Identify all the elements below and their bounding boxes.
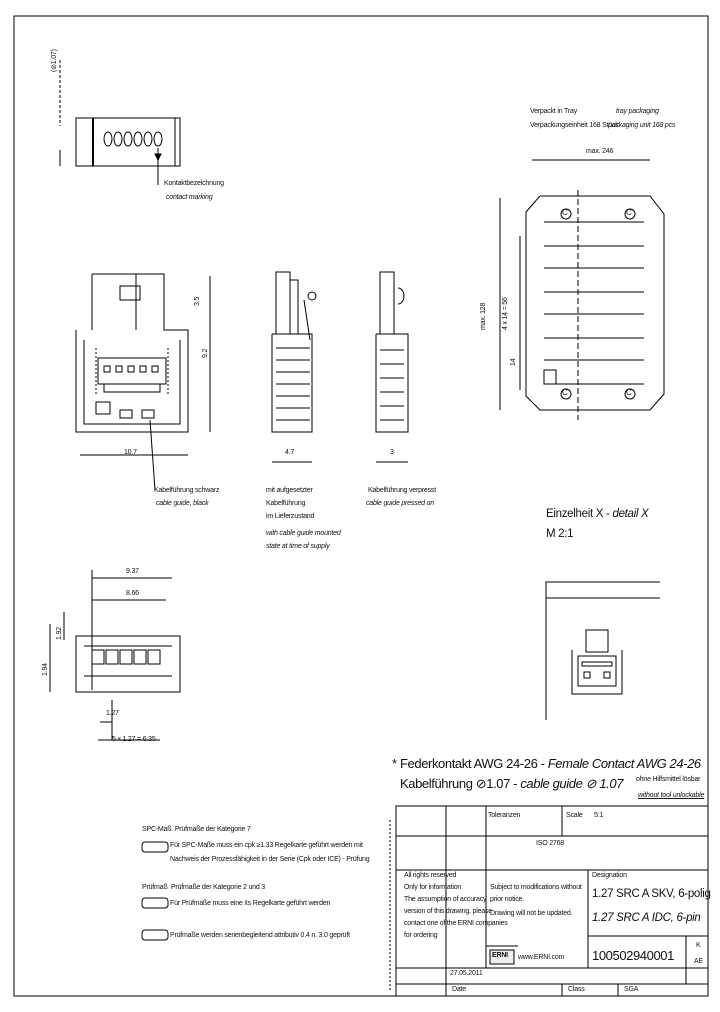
dim-1-27: 1.27 <box>106 710 119 717</box>
detail-label-de: Einzelheit X - detail X <box>546 508 649 520</box>
tray-view <box>499 159 665 420</box>
dim-height-9-2: 9.2 <box>202 348 209 358</box>
info-line-1: Only for information <box>404 884 462 891</box>
side-note-de: ohne Hilfsmittel lösbar <box>636 776 701 783</box>
dim-tray-pitch-total: max. 128 <box>480 302 487 330</box>
designation-label: Designation <box>592 872 627 879</box>
spc-title: SPC-Maß Prüfmaße der Kategorie 7 <box>142 826 251 833</box>
connector-front-view <box>75 273 211 491</box>
projection-note: ISO 2768 <box>536 840 564 847</box>
subject-line-3: Drawing will not be updated. <box>490 910 573 917</box>
info-line-5: for ordering <box>404 932 438 939</box>
revision: AE <box>694 958 703 965</box>
pruef-line-1: Für Prüfmaße muss eine x̄s Regelkarte ge… <box>170 900 331 907</box>
scale-value: 5:1 <box>594 812 604 819</box>
footer-class: Class <box>568 986 585 993</box>
tray-marker-1: C <box>562 208 568 217</box>
footer-code: 27.05.2011 <box>450 970 483 977</box>
tolerance-label: Toleranzen <box>488 812 521 819</box>
tray-marker-4: C <box>626 388 632 397</box>
footer-date: Date <box>452 986 466 993</box>
cable-guide-pressed-de: Kabelführung verpresst <box>368 487 436 494</box>
connector-side-view-mounted <box>271 271 317 463</box>
title-en: 1.27 SRC A IDC, 6-pin <box>592 912 701 924</box>
side-note-en: without tool unlockable <box>638 792 705 799</box>
cable-guide-black-en: cable guide, black <box>156 500 209 507</box>
detail-x-view <box>545 581 660 720</box>
dim-top-height: (⊘1.07) <box>51 49 58 72</box>
part-number: 100502940001 <box>592 948 674 963</box>
cable-guide-mounted-en-1: with cable guide mounted <box>266 530 341 537</box>
rights-reserved: All rights reserved <box>404 872 457 879</box>
pruef-title: Prüfmaß Prüfmaße der Kategorie 2 und 3 <box>142 884 265 891</box>
footer-sga: SGA <box>624 986 639 993</box>
pruef-line-2: Prüfmaße werden serienbegleitend attribu… <box>170 932 350 939</box>
dim-width-4-7: 4.7 <box>285 449 295 456</box>
scale-label: Scale <box>566 812 583 819</box>
dim-1-94: 1.94 <box>42 663 49 676</box>
drawing-frame <box>13 15 709 997</box>
connector-bottom-view <box>49 570 181 741</box>
sheet-code: K <box>696 942 701 949</box>
cable-guide-mounted-de-1: mit aufgesetzter <box>266 487 313 494</box>
title-block <box>395 805 709 997</box>
cable-guide-mounted-de-2: Kabelführung <box>266 500 306 507</box>
packing-tray-en: tray packaging <box>616 108 659 115</box>
packing-tray-de: Verpackt in Tray <box>530 108 577 115</box>
dim-width-3: 3 <box>390 449 394 456</box>
contact-marking-label-de: Kontaktbezeichnung <box>164 180 224 187</box>
detail-scale: M 2:1 <box>546 528 574 540</box>
spc-line-2: Nachweis der Prozessfähigkeit in der Ser… <box>170 856 370 863</box>
contact-marking-label-en: contact marking <box>166 194 213 201</box>
dim-8-66: 8.66 <box>126 590 139 597</box>
packing-unit-de: Verpackungseinheit 168 Stück <box>530 122 619 129</box>
dim-tray-pitch: 4 x 14 = 56 <box>502 297 509 330</box>
info-line-2: The assumption of accuracy <box>404 896 487 903</box>
info-line-4: contact one of the ERNI companies <box>404 920 508 927</box>
spc-markers <box>141 820 391 990</box>
connector-side-view-pressed <box>375 271 409 463</box>
spc-line-1: Für SPC-Maße muss ein cpk ≥1.33 Regelkar… <box>170 842 363 849</box>
dim-pitch: 5 x 1.27 = 6.35 <box>112 736 156 743</box>
heading-star: * <box>392 756 397 771</box>
website: www.ERNI.com <box>518 954 565 961</box>
tray-marker-3: C <box>562 388 568 397</box>
info-line-3: version of this drawing, please <box>404 908 492 915</box>
dim-1-92: 1.92 <box>56 627 63 640</box>
subject-line-2: prior notice. <box>490 896 524 903</box>
heading-line-1: Federkontakt AWG 24-26 - Female Contact … <box>400 756 701 771</box>
heading-line-2: Kabelführung ⊘1.07 - cable guide ⊘ 1.07 <box>400 776 624 791</box>
dim-height-3-5: 3.5 <box>194 296 201 306</box>
title-de: 1.27 SRC A SKV, 6-polig <box>592 888 711 900</box>
dim-tray-width: max. 246 <box>586 148 614 155</box>
erni-logo: ERNI <box>492 952 508 959</box>
cable-guide-black-de: Kabelführung schwarz <box>154 487 220 494</box>
tray-marker-2: C <box>626 208 632 217</box>
subject-line-1: Subject to modifications without <box>490 884 582 891</box>
dim-tray-small: 14 <box>510 358 517 366</box>
cable-guide-pressed-en: cable guide pressed on <box>366 500 434 507</box>
contact-marking-view <box>59 60 181 185</box>
dim-width-10-7: 10.7 <box>124 449 137 456</box>
cable-guide-mounted-en-2: state at time of supply <box>266 543 330 550</box>
cable-guide-mounted-de-3: im Lieferzustand <box>266 513 315 520</box>
dim-9-37: 9.37 <box>126 568 139 575</box>
packing-unit-en: packaging unit 168 pcs <box>608 122 676 129</box>
